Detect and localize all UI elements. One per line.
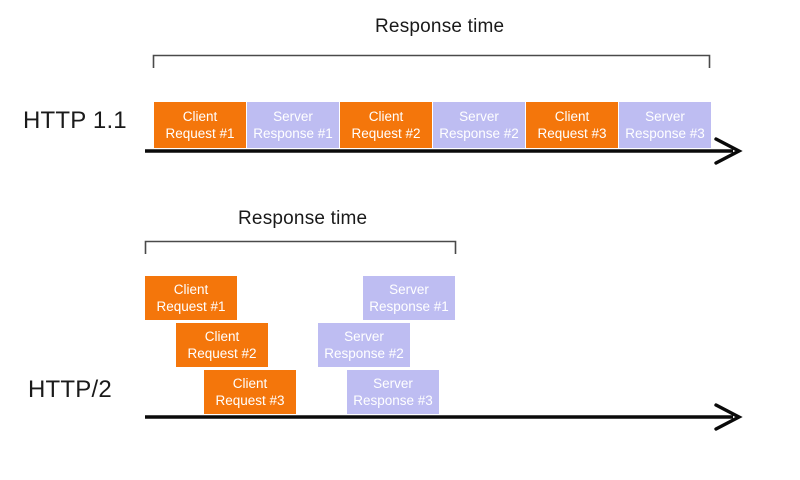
box-label-line2: Request #3	[215, 393, 285, 408]
box-label-line1: Server	[273, 109, 313, 124]
http11-client-request-3-box: Client Request #3	[526, 102, 618, 148]
http2-response-time-bracket	[144, 240, 457, 254]
box-label-line2: Response #2	[324, 346, 404, 361]
http11-server-response-2-box: Server Response #2	[433, 102, 525, 148]
box-label-line2: Response #1	[253, 126, 333, 141]
box-label-line1: Server	[344, 329, 384, 344]
http11-client-request-2-box: Client Request #2	[340, 102, 432, 148]
http2-response-time-label: Response time	[238, 208, 368, 229]
box-label-line2: Response #1	[369, 299, 449, 314]
box-label-line2: Request #2	[351, 126, 421, 141]
http11-section-label: HTTP 1.1	[23, 107, 127, 134]
box-label-line1: Server	[645, 109, 685, 124]
box-label-line1: Server	[389, 282, 429, 297]
box-label-line2: Request #1	[156, 299, 226, 314]
http2-client-request-1-box: Client Request #1	[145, 276, 237, 320]
box-label-line2: Response #2	[439, 126, 519, 141]
http2-server-response-2-box: Server Response #2	[318, 323, 410, 367]
http11-response-time-bracket	[152, 54, 711, 68]
http2-client-request-2-box: Client Request #2	[176, 323, 268, 367]
http2-client-request-3-box: Client Request #3	[204, 370, 296, 414]
box-label-line2: Request #3	[537, 126, 607, 141]
box-label-line1: Client	[173, 282, 209, 297]
http2-server-response-1-box: Server Response #1	[363, 276, 455, 320]
http11-response-time-label: Response time	[375, 16, 505, 37]
http11-server-response-3-box: Server Response #3	[619, 102, 711, 148]
box-label-line2: Response #3	[353, 393, 433, 408]
http11-timeline-arrowhead-icon	[714, 137, 743, 165]
box-label-line1: Client	[232, 376, 268, 391]
box-label-line1: Client	[554, 109, 590, 124]
box-label-line2: Request #2	[187, 346, 257, 361]
box-label-line2: Request #1	[165, 126, 235, 141]
http2-section-label: HTTP/2	[28, 376, 112, 403]
http2-server-response-3-box: Server Response #3	[347, 370, 439, 414]
box-label-line1: Client	[368, 109, 404, 124]
http11-server-response-1-box: Server Response #1	[247, 102, 339, 148]
http2-timeline-arrowhead-icon	[714, 403, 743, 431]
http11-client-request-1-box: Client Request #1	[154, 102, 246, 148]
box-label-line1: Client	[204, 329, 240, 344]
box-label-line2: Response #3	[625, 126, 705, 141]
box-label-line1: Server	[459, 109, 499, 124]
box-label-line1: Server	[373, 376, 413, 391]
box-label-line1: Client	[182, 109, 218, 124]
